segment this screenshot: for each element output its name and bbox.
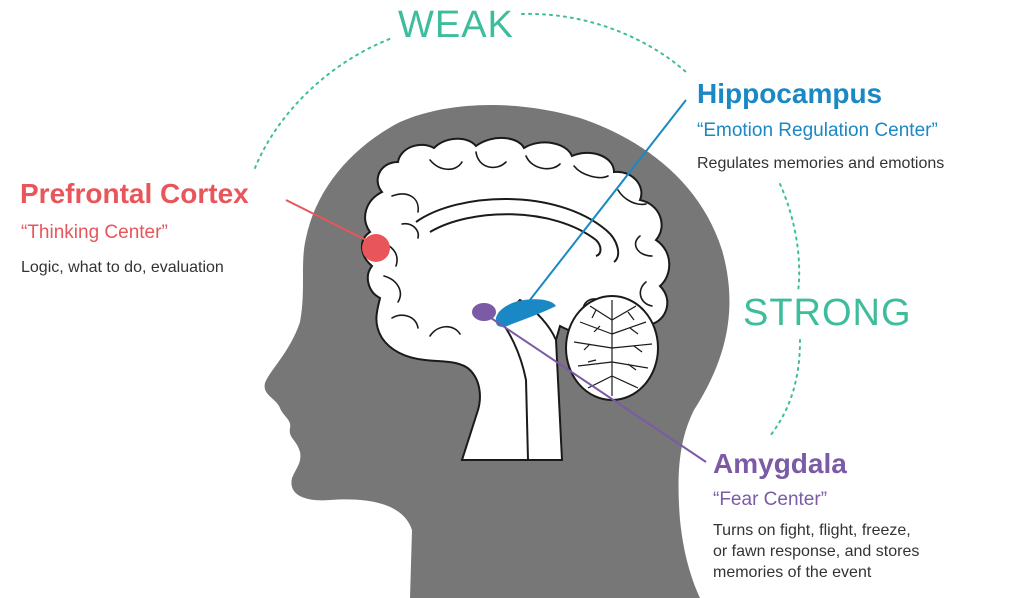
strong-label: STRONG — [743, 292, 912, 335]
weak-connection-arc-right — [522, 14, 686, 72]
hippocampus-title: Hippocampus — [697, 78, 882, 110]
weak-label: WEAK — [398, 4, 514, 47]
hippocampus-description: Regulates memories and emotions — [697, 153, 944, 174]
amygdala-quote: “Fear Center” — [713, 489, 827, 511]
prefrontal-dot — [362, 234, 390, 262]
amygdala-description: Turns on fight, flight, freeze, or fawn … — [713, 520, 919, 583]
prefrontal-title: Prefrontal Cortex — [20, 178, 249, 210]
prefrontal-quote: “Thinking Center” — [21, 222, 168, 244]
cerebellum — [566, 296, 658, 400]
hippocampus-quote: “Emotion Regulation Center” — [697, 120, 938, 142]
prefrontal-description: Logic, what to do, evaluation — [21, 257, 224, 278]
strong-connection-arc-bottom — [770, 340, 800, 436]
amygdala-description-line: or fawn response, and stores — [713, 541, 919, 562]
amygdala-description-line: memories of the event — [713, 562, 919, 583]
amygdala-title: Amygdala — [713, 448, 847, 480]
strong-connection-arc-top — [780, 184, 799, 292]
amygdala-description-line: Turns on fight, flight, freeze, — [713, 520, 919, 541]
